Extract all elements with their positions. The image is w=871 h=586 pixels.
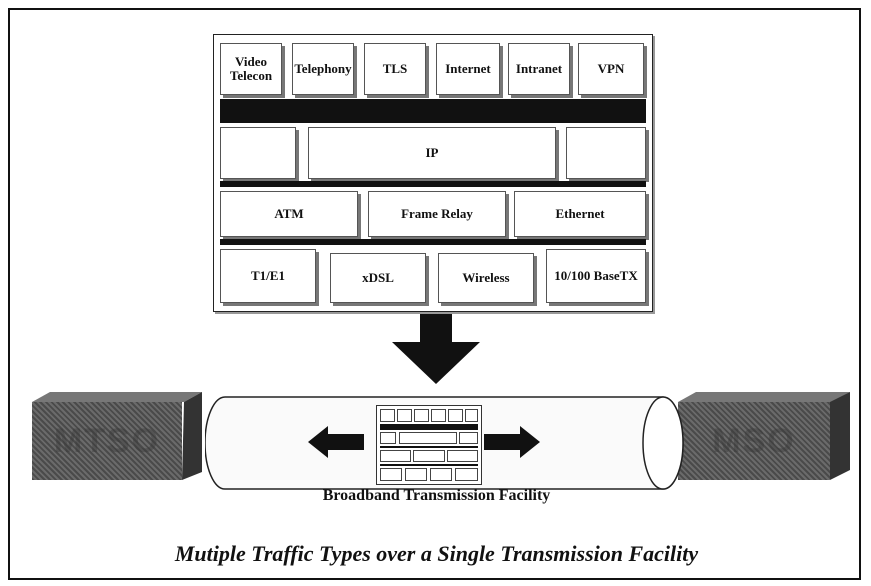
phys-box-xdsl: xDSL bbox=[330, 253, 426, 303]
diagram-frame: Video Telecon Telephony TLS Internet Int… bbox=[8, 8, 861, 580]
diagram-title: Mutiple Traffic Types over a Single Tran… bbox=[174, 541, 699, 566]
separator-bar bbox=[220, 181, 646, 187]
pipe-label: Broadband Transmission Facility bbox=[322, 487, 551, 504]
ip-box: IP bbox=[308, 127, 556, 179]
phys-box-wireless: Wireless bbox=[438, 253, 534, 303]
phys-box-10-100-basetx: 10/100 BaseTX bbox=[546, 249, 646, 303]
endpoint-block-left-top bbox=[32, 392, 202, 480]
endpoint-right-label: MSO bbox=[712, 421, 796, 460]
mini-protocol-stack bbox=[376, 405, 482, 485]
separator-bar bbox=[220, 99, 646, 123]
endpoint-block-right: MSO bbox=[678, 402, 830, 480]
link-box-ethernet: Ethernet bbox=[514, 191, 646, 237]
service-box-intranet: Intranet bbox=[508, 43, 570, 95]
link-box-frame-relay: Frame Relay bbox=[368, 191, 506, 237]
ip-side-box-left bbox=[220, 127, 296, 179]
link-box-atm: ATM bbox=[220, 191, 358, 237]
ip-side-box-right bbox=[566, 127, 646, 179]
endpoint-block-left: MTSO bbox=[32, 402, 182, 480]
down-arrow-icon bbox=[392, 314, 480, 384]
service-box-internet: Internet bbox=[436, 43, 500, 95]
protocol-stack: Video Telecon Telephony TLS Internet Int… bbox=[213, 34, 653, 312]
phys-box-t1e1: T1/E1 bbox=[220, 249, 316, 303]
left-arrow-icon bbox=[308, 426, 364, 458]
service-box-video-telecon: Video Telecon bbox=[220, 43, 282, 95]
endpoint-block-right-top bbox=[678, 392, 850, 480]
right-arrow-icon bbox=[484, 426, 540, 458]
separator-bar bbox=[220, 239, 646, 245]
service-box-telephony: Telephony bbox=[292, 43, 354, 95]
endpoint-left-label: MTSO bbox=[53, 421, 161, 460]
service-box-vpn: VPN bbox=[578, 43, 644, 95]
service-box-tls: TLS bbox=[364, 43, 426, 95]
